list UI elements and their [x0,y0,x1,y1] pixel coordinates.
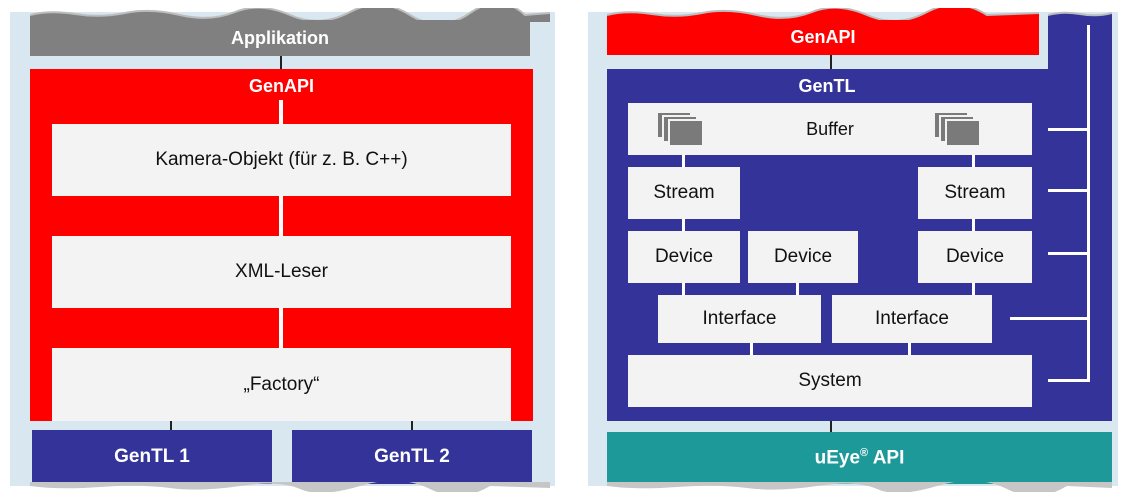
bus-tap-device [1048,252,1090,255]
left-torn-top-edge [30,8,550,22]
connector-factory-gentl1 [170,421,172,431]
factory-label: „Factory“ [243,373,320,395]
connector-device2-interface1 [796,283,799,295]
interface-box-1: Interface [658,295,821,343]
connector-xml-factory [279,308,283,348]
gentl2-box: GenTL 2 [292,430,532,484]
connector-camera-xml [279,196,283,236]
camera-object-box: Kamera-Objekt (für z. B. C++) [52,124,511,196]
right-genapi-bar: GenAPI [607,20,1039,55]
connector-stream-device-right [972,219,975,231]
interface-1-label: Interface [702,308,777,329]
bus-tap-buffer [1048,128,1090,131]
ueye-api-suffix: API [868,447,905,469]
buffer-stack-icon-left [656,111,704,147]
right-torn-top-edge [607,8,1039,22]
interface-box-2: Interface [832,295,992,343]
right-column-torn-top [1048,11,1112,22]
factory-box: „Factory“ [52,348,511,421]
system-box: System [628,355,1032,407]
bus-vertical [1087,25,1090,382]
gentl-label: GenTL [798,75,856,96]
application-label: Applikation [231,27,329,48]
connector-genapi-camera [279,100,283,124]
bus-tap-interface [1010,317,1090,320]
right-torn-bottom-edge [607,482,1112,492]
ueye-api-label: uEye® API [815,447,905,469]
device-1-label: Device [654,246,714,267]
connector-app-genapi [280,56,282,70]
camera-object-label: Kamera-Objekt (für z. B. C++) [155,149,408,170]
buffer-stack-icon-right [933,111,981,147]
right-genapi-label: GenAPI [790,27,856,47]
gentl1-box: GenTL 1 [32,430,272,484]
ueye-api-name: uEye [814,447,861,469]
stream-box-right: Stream [918,167,1032,219]
system-label: System [798,370,862,391]
xml-reader-box: XML-Leser [52,236,511,308]
bus-tap-stream [1048,189,1090,192]
genapi-label: GenAPI [248,75,314,96]
device-2-label: Device [773,246,833,267]
device-3-label: Device [945,246,1005,267]
bus-tap-system [1048,379,1090,382]
connector-genapi-gentl [830,55,832,69]
gentl2-label: GenTL 2 [374,446,450,467]
ueye-api-bar: uEye® API [607,432,1112,484]
connector-stream-device-left [682,219,685,231]
device-box-2: Device [748,231,858,283]
gentl-title: GenTL [607,72,1047,100]
left-torn-bottom-edge [30,482,550,492]
stream-right-label: Stream [944,182,1006,203]
gentl-right-column [1048,20,1112,80]
connector-gentl-ueye [830,421,832,433]
genapi-title: GenAPI [30,72,533,100]
stream-left-label: Stream [653,182,715,203]
registered-mark: ® [860,446,869,459]
connector-device3-interface2 [972,283,975,295]
device-box-1: Device [628,231,740,283]
connector-interface1-system [750,343,753,355]
connector-factory-gentl2 [411,421,413,431]
gentl1-label: GenTL 1 [114,446,190,467]
interface-2-label: Interface [875,308,949,329]
connector-buffer-stream-left [682,155,685,167]
connector-buffer-stream-right [972,155,975,167]
device-box-3: Device [918,231,1032,283]
buffer-label: Buffer [806,118,854,139]
xml-reader-label: XML-Leser [235,261,328,282]
application-bar: Applikation [30,20,530,56]
connector-interface2-system [908,343,911,355]
connector-device1-interface1 [682,283,685,295]
stream-box-left: Stream [628,167,740,219]
